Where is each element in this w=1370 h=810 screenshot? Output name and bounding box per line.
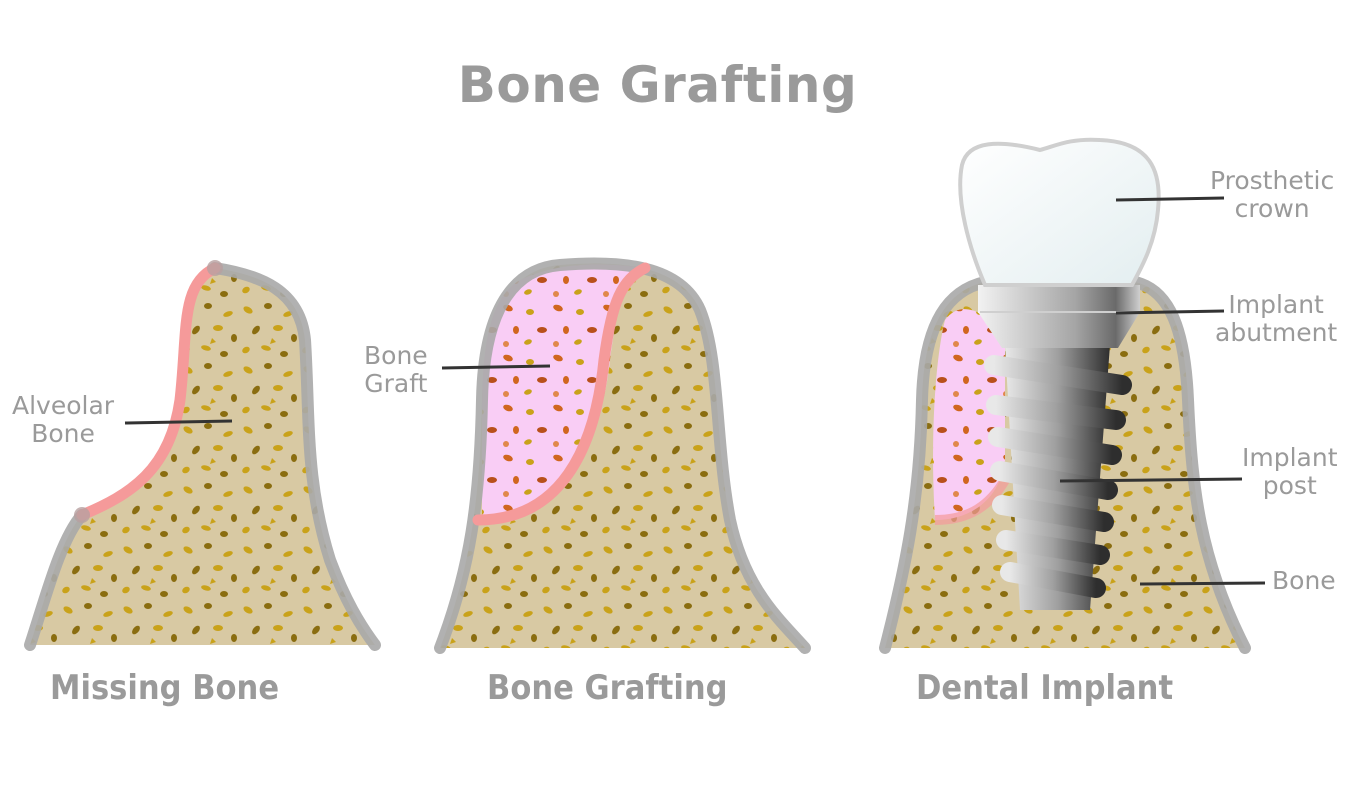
- missing-bone-figure: [24, 260, 381, 651]
- dental-implant-figure: [879, 137, 1266, 654]
- label-prosthetic-crown: Prosthetic crown: [1210, 166, 1335, 223]
- prosthetic-crown: [958, 137, 1161, 287]
- leader-alveolar-bone: [124, 419, 233, 425]
- caption-bone-grafting: Bone Grafting: [487, 668, 728, 708]
- gum-line: [472, 262, 651, 526]
- caption-dental-implant: Dental Implant: [916, 668, 1174, 708]
- leader-bone-graft: [441, 364, 551, 370]
- leader-implant-abutment: [1115, 309, 1225, 315]
- diagram-title: Bone Grafting: [457, 56, 858, 114]
- leader-implant-post: [1059, 477, 1243, 483]
- label-implant-abutment: Implant abutment: [1215, 290, 1338, 347]
- label-implant-post: Implant post: [1242, 443, 1338, 500]
- label-bone-graft: Bone Graft: [364, 341, 428, 398]
- bone-grafting-figure: [434, 257, 811, 654]
- implant-post: [984, 345, 1132, 610]
- label-bone: Bone: [1272, 566, 1336, 595]
- leader-prosthetic-crown: [1115, 196, 1225, 202]
- gum-line: [76, 262, 221, 521]
- caption-missing-bone: Missing Bone: [50, 668, 280, 708]
- leader-bone: [1139, 581, 1266, 586]
- implant-abutment: [978, 285, 1140, 348]
- label-alveolar-bone: Alveolar Bone: [12, 391, 115, 448]
